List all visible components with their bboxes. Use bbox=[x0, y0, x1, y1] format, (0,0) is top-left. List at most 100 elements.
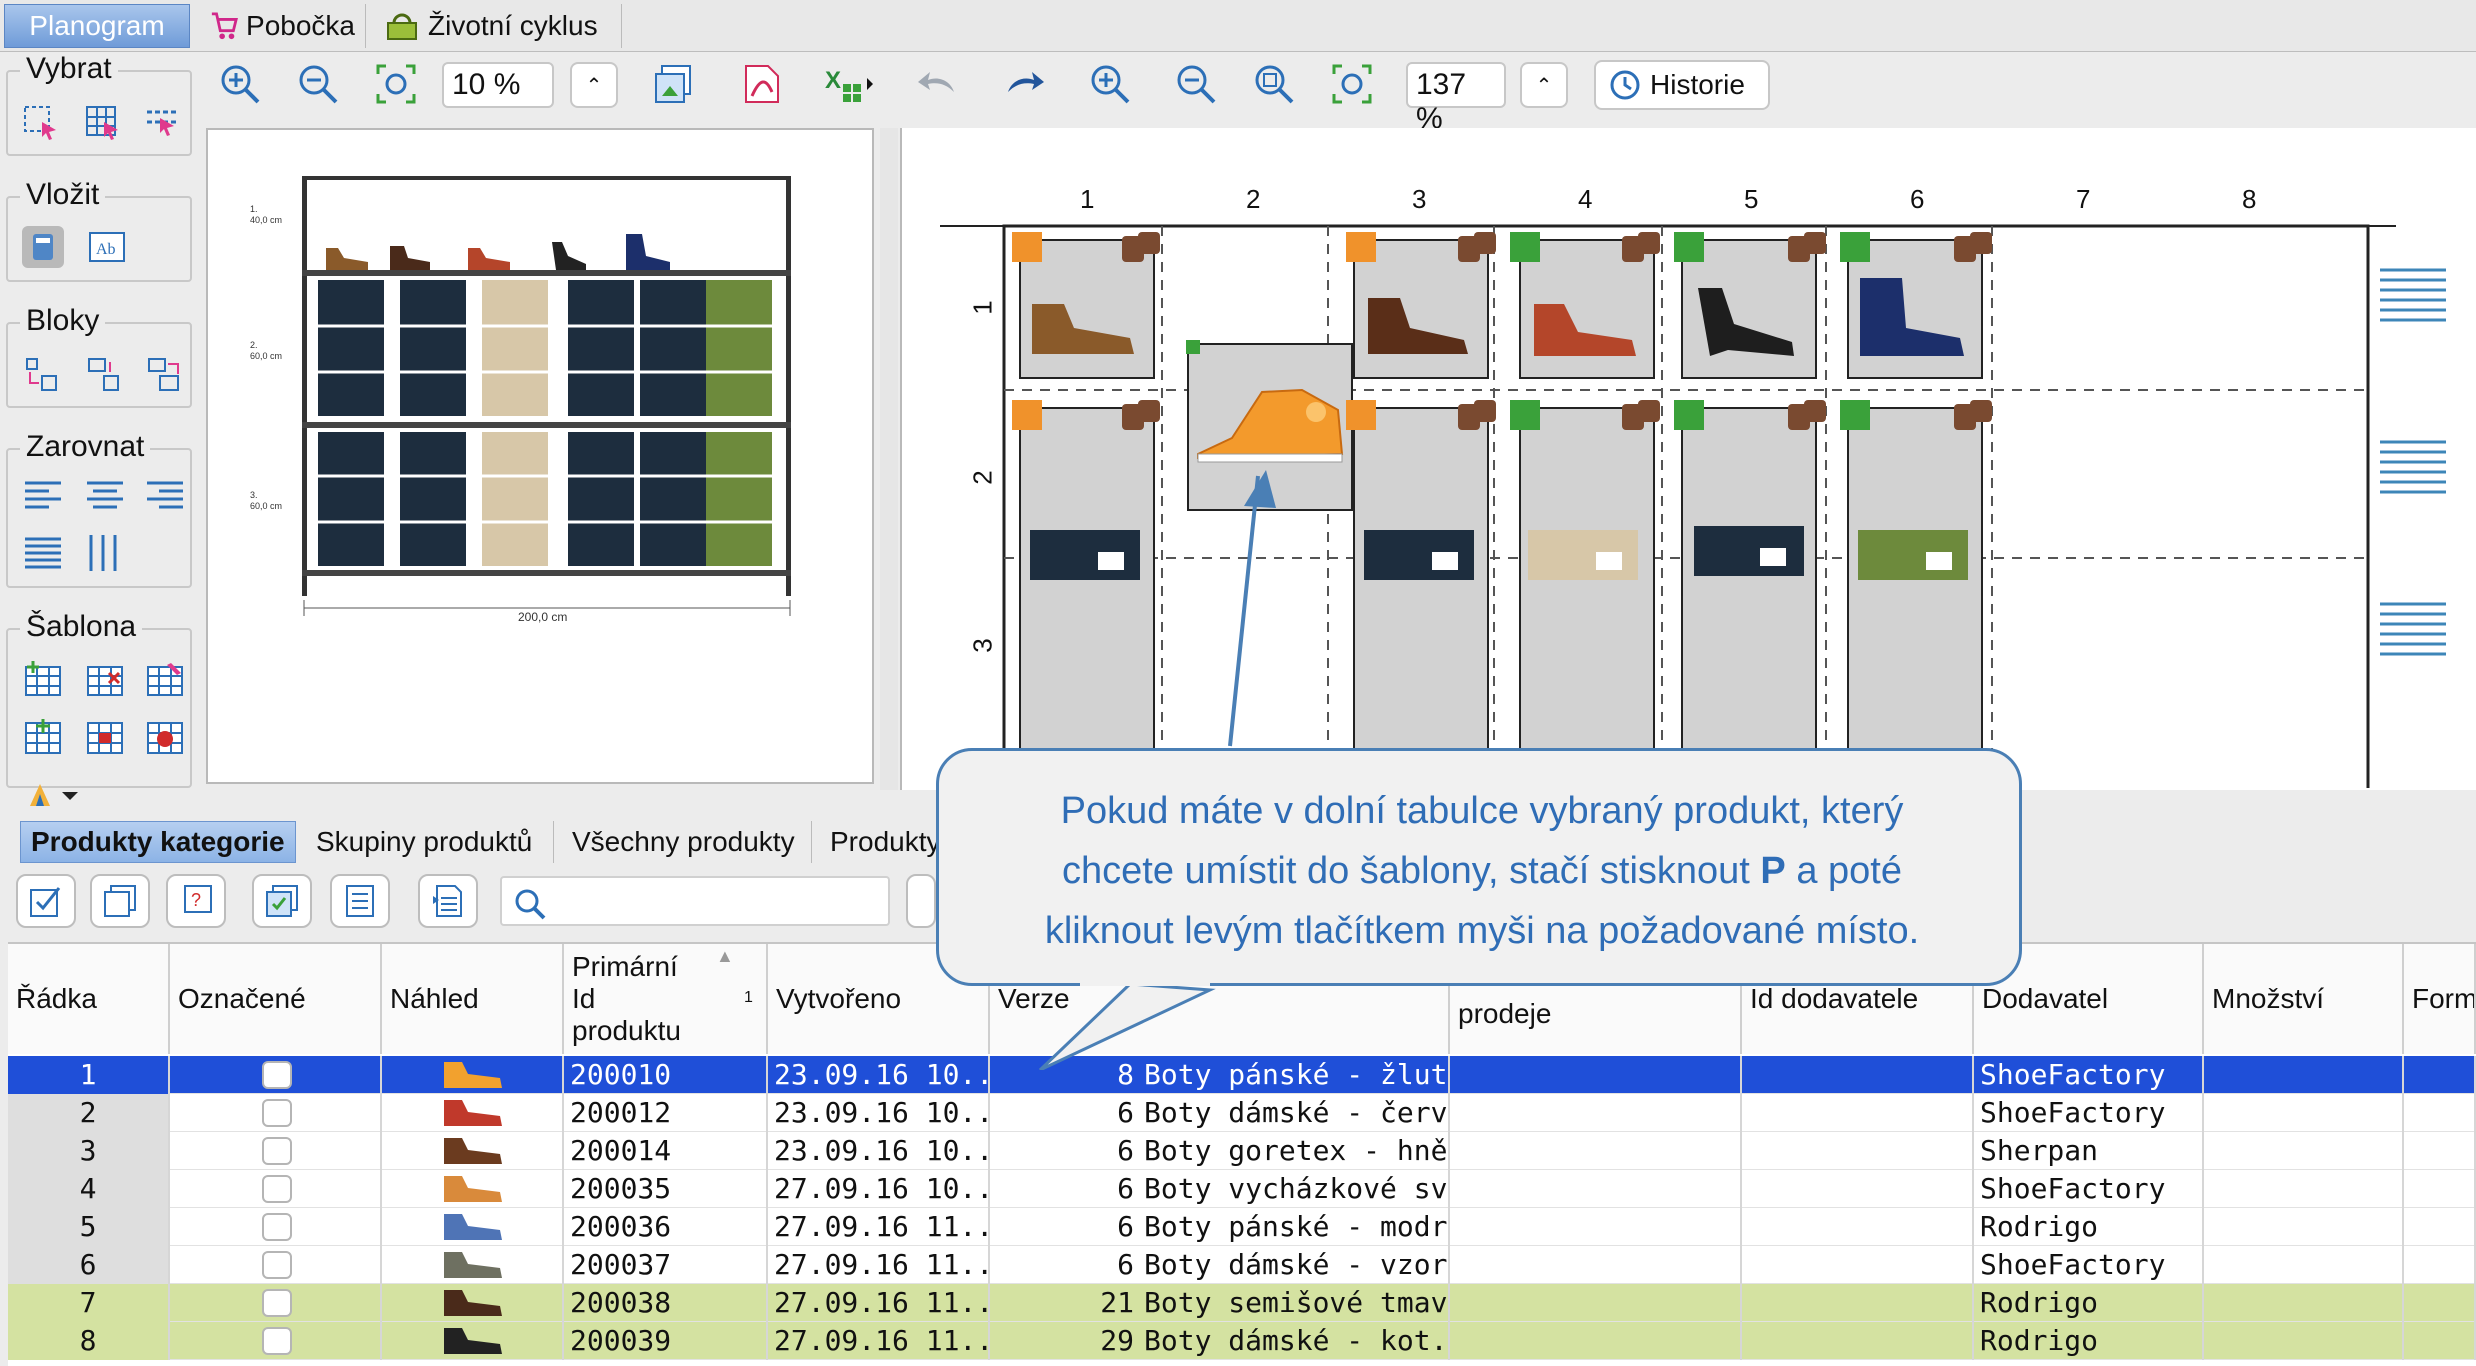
tab-planogram[interactable]: Planogram bbox=[4, 4, 190, 48]
row-supplier-id bbox=[1742, 1056, 1974, 1094]
row-checkbox-cell bbox=[170, 1132, 382, 1170]
search-input[interactable] bbox=[556, 884, 882, 920]
row-quantity bbox=[2204, 1132, 2404, 1170]
callout-text-part: a poté bbox=[1785, 850, 1902, 892]
place-product-icon[interactable] bbox=[252, 874, 312, 928]
zoom-right-stepper[interactable]: ⌃ bbox=[1520, 62, 1568, 108]
tab-produkty-kategorie[interactable]: Produkty kategorie bbox=[20, 821, 296, 863]
tab-label: Pobočka bbox=[246, 10, 355, 41]
zoom-selection-icon[interactable] bbox=[1248, 58, 1300, 110]
col-header-primarni-id[interactable]: Primární Id produktu ▲ 1 bbox=[564, 944, 768, 1054]
template-add-icon[interactable] bbox=[22, 658, 64, 700]
tab-zivotni-cyklus[interactable]: Životní cyklus bbox=[374, 4, 622, 48]
export-image-icon[interactable] bbox=[648, 58, 700, 110]
col-header-nahled[interactable]: Náhled bbox=[382, 944, 564, 1054]
col-header-mnozstvi[interactable]: Množství bbox=[2204, 944, 2404, 1054]
align-center-icon[interactable] bbox=[84, 476, 126, 518]
block-move-icon[interactable] bbox=[84, 354, 126, 396]
row-checkbox[interactable] bbox=[262, 1175, 292, 1203]
row-sales bbox=[1450, 1322, 1742, 1360]
tab-vsechny-produkty[interactable]: Všechny produkty bbox=[562, 821, 812, 863]
fit-left-icon[interactable] bbox=[370, 58, 422, 110]
row-supplier: Rodrigo bbox=[1974, 1284, 2204, 1322]
list-view-icon[interactable] bbox=[330, 874, 390, 928]
select-grid-icon[interactable] bbox=[82, 102, 124, 144]
zoom-left-stepper[interactable]: ⌃ bbox=[570, 62, 618, 108]
select-shelf-icon[interactable] bbox=[142, 102, 184, 144]
template-remove-icon[interactable] bbox=[84, 658, 126, 700]
chevron-up-down-icon: ⌃ bbox=[1535, 74, 1553, 97]
column-label: 5 bbox=[1744, 184, 1759, 214]
invert-check-icon[interactable]: ? bbox=[166, 874, 226, 928]
tab-produkty[interactable]: Produkty bbox=[820, 821, 960, 863]
callout-line: chcete umístit do šablony, stačí stiskno… bbox=[969, 841, 1995, 901]
color-picker-icon[interactable] bbox=[26, 780, 86, 815]
select-area-icon[interactable] bbox=[20, 102, 62, 144]
row-product-id: 200014 bbox=[564, 1132, 768, 1170]
planogram-preview[interactable]: 1. 40,0 cm 2. 60,0 cm 3. 60,0 cm 200,0 c… bbox=[206, 128, 874, 784]
row-checkbox-cell bbox=[170, 1246, 382, 1284]
row-name: Boty dámské - kot... bbox=[1138, 1322, 1450, 1360]
tab-pobocka[interactable]: Pobočka bbox=[200, 4, 366, 48]
row-checkbox[interactable] bbox=[262, 1099, 292, 1127]
template-clear-icon[interactable] bbox=[144, 716, 186, 758]
zoom-out-right-icon[interactable] bbox=[1170, 58, 1222, 110]
insert-text-icon[interactable]: Ab bbox=[86, 226, 128, 268]
shelf-preview-drawing bbox=[302, 176, 791, 616]
zoom-right-field[interactable]: 137 % bbox=[1406, 62, 1506, 135]
export-excel-icon[interactable]: X bbox=[822, 58, 874, 110]
zoom-out-left-icon[interactable] bbox=[292, 58, 344, 110]
planogram-editor[interactable]: 1 2 3 4 5 6 7 8 1 2 3 bbox=[900, 128, 2476, 854]
template-delete-icon[interactable] bbox=[84, 716, 126, 758]
row-checkbox[interactable] bbox=[262, 1061, 292, 1089]
align-justify-icon[interactable] bbox=[22, 532, 64, 574]
uncheck-all-icon[interactable] bbox=[90, 874, 150, 928]
tab-skupiny-produktu[interactable]: Skupiny produktů bbox=[306, 821, 554, 863]
align-left-icon[interactable] bbox=[22, 476, 64, 518]
col-header-oznacene[interactable]: Označené bbox=[170, 944, 382, 1054]
row-checkbox[interactable] bbox=[262, 1213, 292, 1241]
history-button[interactable]: Historie bbox=[1594, 60, 1770, 110]
check-all-icon[interactable] bbox=[16, 874, 76, 928]
row-checkbox[interactable] bbox=[262, 1251, 292, 1279]
row-checkbox[interactable] bbox=[262, 1327, 292, 1355]
block-split-icon[interactable] bbox=[22, 354, 64, 396]
align-columns-icon[interactable] bbox=[84, 532, 126, 574]
filter-icon[interactable] bbox=[906, 874, 936, 928]
row-number: 4 bbox=[8, 1170, 170, 1208]
shoe-thumbnail-icon bbox=[444, 1328, 502, 1354]
panel-splitter[interactable] bbox=[880, 128, 898, 790]
zoom-left-field[interactable]: 10 % bbox=[442, 62, 554, 108]
insert-shelf-icon[interactable] bbox=[22, 226, 64, 268]
zoom-in-left-icon[interactable] bbox=[214, 58, 266, 110]
fit-right-icon[interactable] bbox=[1326, 58, 1378, 110]
row-checkbox-cell bbox=[170, 1284, 382, 1322]
row-version: 6 bbox=[1117, 1172, 1134, 1205]
block-merge-icon[interactable] bbox=[144, 354, 186, 396]
template-insert-icon[interactable] bbox=[22, 716, 64, 758]
group-title: Vybrat bbox=[20, 52, 118, 86]
row-product-id: 200039 bbox=[564, 1322, 768, 1360]
col-header-form[interactable]: Form bbox=[2404, 944, 2476, 1054]
zoom-in-right-icon[interactable] bbox=[1084, 58, 1136, 110]
row-checkbox[interactable] bbox=[262, 1289, 292, 1317]
placement-tags bbox=[1012, 232, 1992, 430]
report-icon[interactable] bbox=[418, 874, 478, 928]
row-checkbox[interactable] bbox=[262, 1137, 292, 1165]
search-box[interactable] bbox=[500, 876, 890, 926]
row-form bbox=[2404, 1322, 2476, 1360]
template-edit-icon[interactable] bbox=[144, 658, 186, 700]
col-header-radka[interactable]: Řádka bbox=[8, 944, 170, 1054]
redo-icon[interactable] bbox=[998, 58, 1050, 110]
undo-icon[interactable] bbox=[912, 58, 964, 110]
export-pdf-icon[interactable] bbox=[736, 58, 788, 110]
align-right-icon[interactable] bbox=[144, 476, 186, 518]
